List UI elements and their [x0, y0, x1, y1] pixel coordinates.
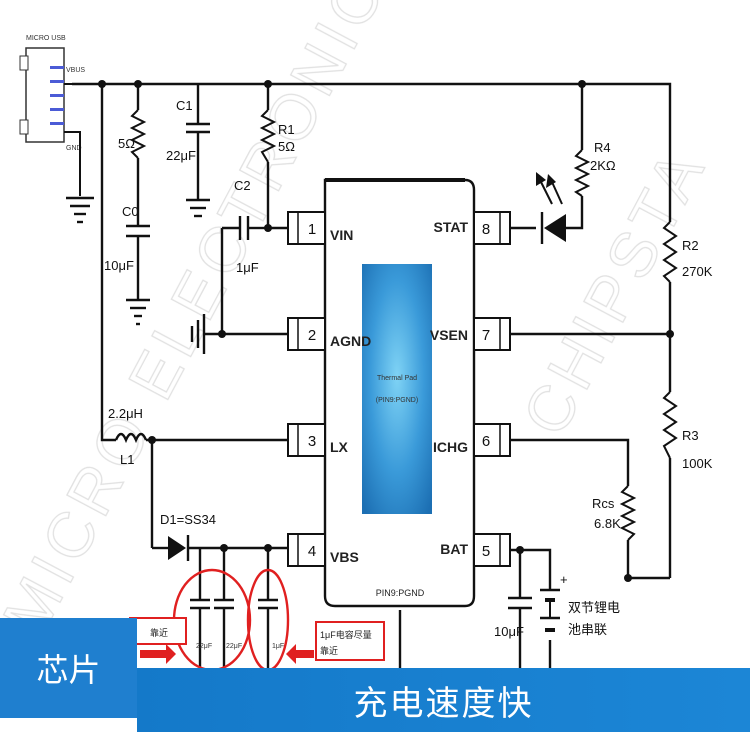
resistor-r-in: 5Ω [118, 109, 147, 159]
c2-label: C2 [234, 178, 251, 193]
pin-4-number: 4 [308, 543, 316, 560]
pin-1-number: 1 [308, 221, 316, 238]
c0-label: C0 [122, 204, 139, 219]
connector-label: MICRO USB [26, 35, 66, 42]
thermal-pad-label: Thermal Pad [377, 375, 417, 382]
c1-label: C1 [176, 98, 193, 113]
pin-3-number: 3 [308, 433, 316, 450]
pin-8-name: STAT [434, 219, 469, 235]
pin-5-number: 5 [482, 543, 490, 560]
thermal-pad-pin: (PIN9:PGND) [376, 397, 418, 404]
r3-value: 100K [682, 456, 713, 471]
pin-7-number: 7 [482, 327, 490, 344]
note-left: 靠近 [129, 617, 187, 664]
r4-label: R4 [594, 140, 611, 155]
thermal-pad [362, 264, 432, 514]
battery-symbol [540, 588, 560, 632]
pin-2-number: 2 [308, 327, 316, 344]
battery-label-2: 池串联 [568, 622, 607, 637]
d1-label: D1=SS34 [160, 512, 216, 527]
resistor-rcs: Rcs 6.8K [592, 485, 637, 541]
output-capacitors: 22μF 22μF 1μF [172, 568, 290, 672]
pin-2-name: AGND [330, 333, 371, 349]
capacitor-c2 [238, 216, 256, 240]
feature-banner: 充电速度快 [137, 668, 750, 732]
r1-label: R1 [278, 122, 295, 137]
rcs-value: 6.8K [594, 516, 621, 531]
c0-value: 10μF [104, 258, 134, 273]
ic-body: Thermal Pad (PIN9:PGND) PIN9:PGND [323, 178, 476, 608]
l1-label: L1 [120, 452, 134, 467]
pin-3-name: LX [330, 439, 349, 455]
capacitor-c0 [126, 224, 150, 326]
pin-1-name: VIN [330, 227, 353, 243]
c-bat-value: 10μF [494, 624, 524, 639]
cap-c-value: 1μF [272, 643, 284, 650]
l1-value: 2.2μH [108, 406, 143, 421]
micro-usb-connector: MICRO USB VBUS GND [19, 35, 94, 224]
note-cap-text-1: 1μF电容尽量 [320, 629, 372, 640]
resistor-r1: R1 5Ω [259, 109, 295, 163]
battery-label-1: 双节锂电 [568, 600, 620, 615]
pin-5-name: BAT [440, 541, 468, 557]
r2-value: 270K [682, 264, 713, 279]
c2-value: 1μF [236, 260, 259, 275]
r3-label: R3 [682, 428, 699, 443]
ic-pin-2: 2 AGND [287, 317, 371, 351]
ic-pin-1: 1 VIN [287, 211, 353, 245]
category-tag: 芯片 [0, 618, 137, 718]
rcs-label: Rcs [592, 496, 615, 511]
resistor-r2: R2 270K [662, 221, 713, 283]
resistor-r4: R4 2KΩ [573, 140, 616, 197]
capacitor-bat [508, 596, 532, 618]
note-left-text: 靠近 [150, 627, 168, 638]
battery-plus: + [560, 572, 568, 587]
ic-pin-8: 8 STAT [434, 211, 511, 245]
cap-b-value: 22μF [226, 643, 242, 650]
diode-d1: D1=SS34 [160, 512, 216, 561]
junctions [98, 80, 674, 582]
pin-8-number: 8 [482, 221, 490, 238]
cap-a-value: 22μF [196, 643, 212, 650]
ic-pin-5: 5 BAT [440, 533, 511, 567]
pin-4-name: VBS [330, 549, 359, 565]
led-stat [536, 172, 566, 244]
gnd-label: GND [66, 145, 82, 152]
ic-pin-7: 7 VSEN [430, 317, 511, 351]
r-in-value: 5Ω [118, 136, 135, 151]
r4-value: 2KΩ [590, 158, 616, 173]
pin-6-number: 6 [482, 433, 490, 450]
ic-pin-3: 3 LX [287, 423, 349, 457]
ground-symbol-usb [66, 196, 94, 224]
r1-value: 5Ω [278, 139, 295, 154]
ic-pin-4: 4 VBS [287, 533, 359, 567]
note-cap: 1μF电容尽量 靠近 [286, 621, 385, 664]
ic-bottom-label: PIN9:PGND [376, 588, 425, 598]
pin-7-name: VSEN [430, 327, 468, 343]
vbus-label: VBUS [66, 67, 85, 74]
capacitor-c1 [186, 122, 210, 218]
r2-label: R2 [682, 238, 699, 253]
note-cap-text-2: 靠近 [320, 645, 338, 656]
ic-pin-6: 6 ICHG [433, 423, 511, 457]
resistor-r3: R3 100K [662, 391, 713, 471]
inductor-l1: 2.2μH L1 [108, 406, 148, 467]
ground-symbol-agnd [190, 314, 206, 354]
c1-value: 22μF [166, 148, 196, 163]
pin-6-name: ICHG [433, 439, 468, 455]
